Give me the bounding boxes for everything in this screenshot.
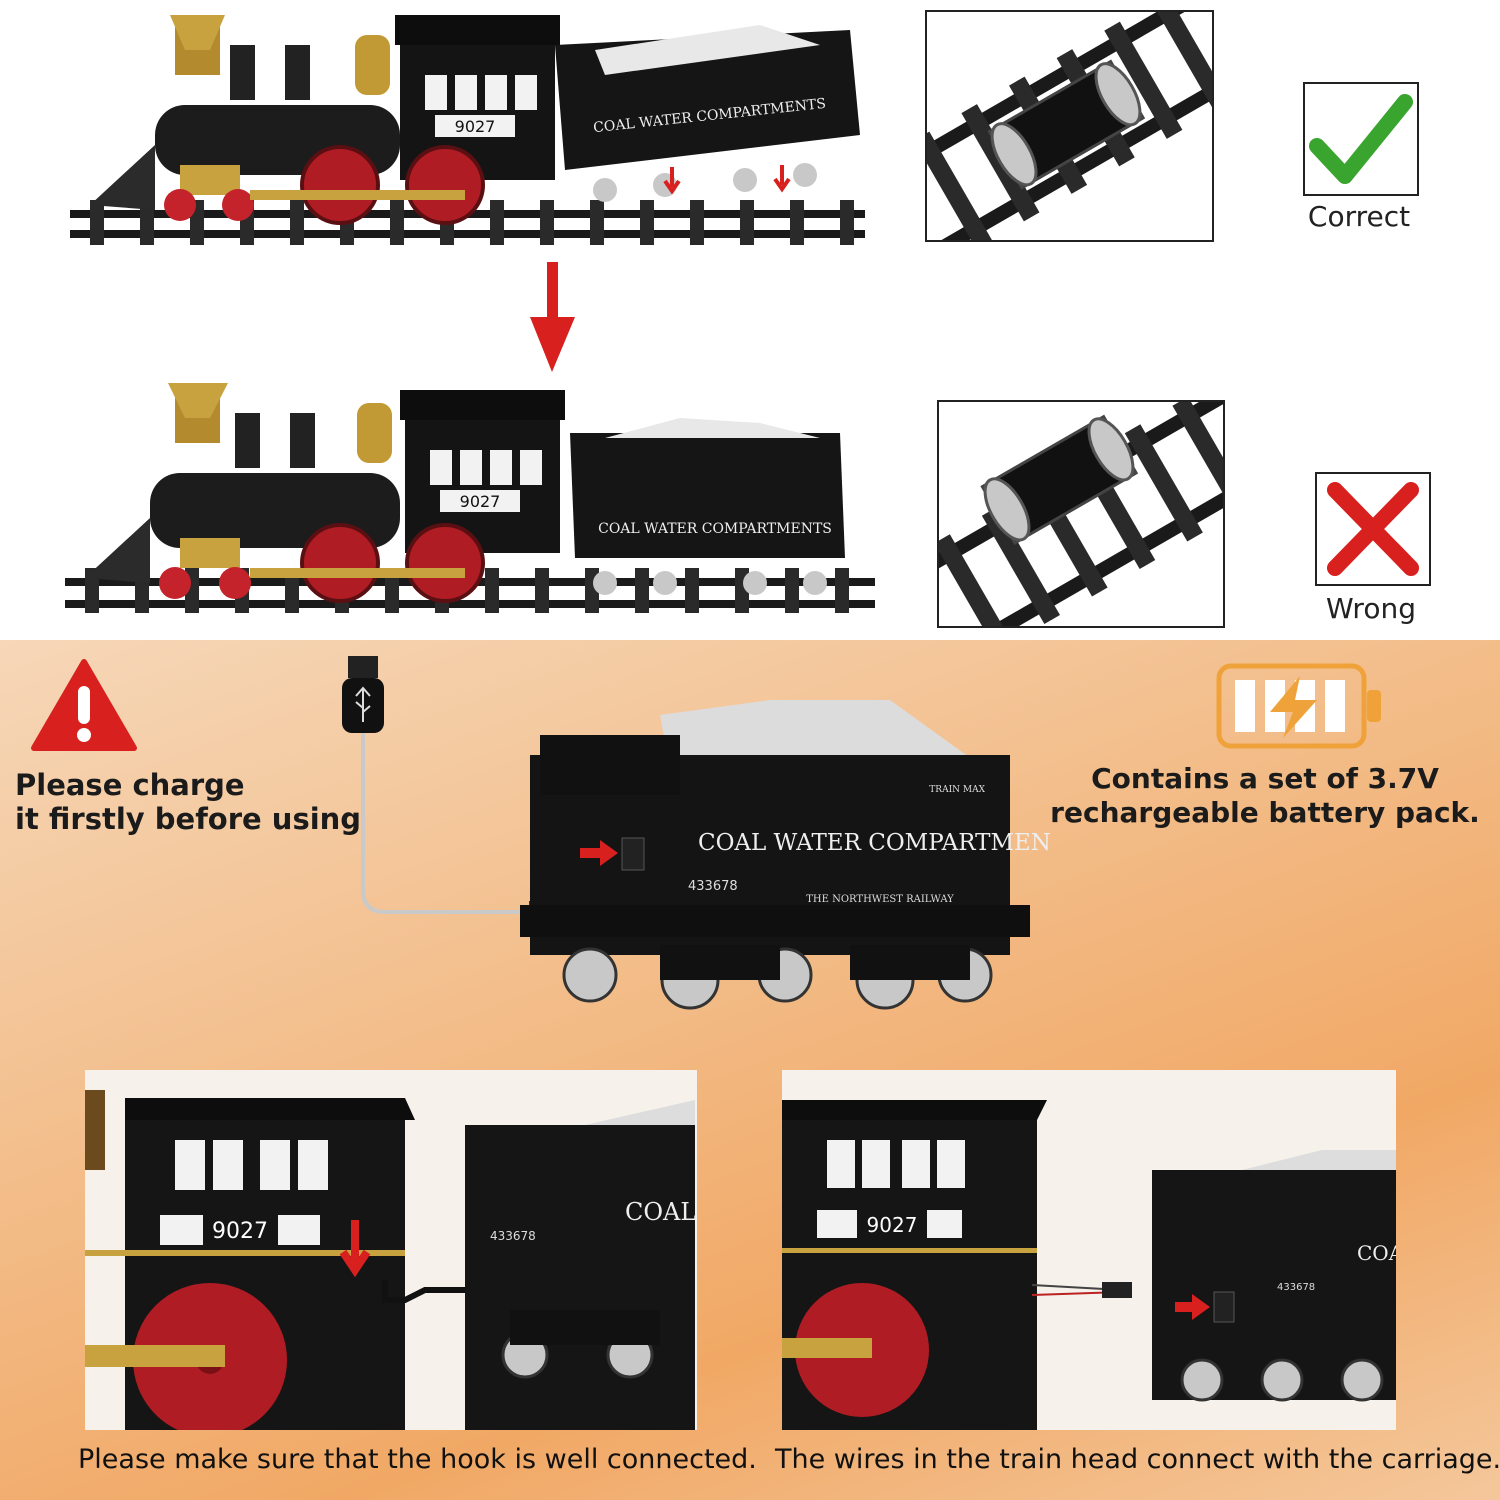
warning-text-line2: it firstly before using	[15, 802, 362, 836]
correct-mark	[1303, 82, 1419, 196]
locomotive: 9027	[90, 15, 560, 225]
wrong-mark	[1315, 472, 1431, 586]
check-icon	[1309, 94, 1413, 184]
battery-text-line2: rechargeable battery pack.	[1050, 796, 1480, 829]
warning-text: Please charge it firstly before using	[15, 768, 361, 836]
tender-partial: COAL WA	[625, 1198, 697, 1226]
battery-text: Contains a set of 3.7V rechargeable batt…	[1030, 762, 1500, 830]
loco-number: 9027	[455, 117, 496, 136]
loco-number: 9027	[867, 1213, 918, 1237]
train-image-correct: 9027 COAL WATER COMPARTMENTS	[65, 383, 875, 613]
wrong-label: Wrong	[1326, 592, 1416, 625]
right-caption: The wires in the train head connect with…	[775, 1444, 1500, 1475]
tender-label: COAL WATER COMPARTMENTS	[598, 521, 832, 537]
down-arrow-icon	[530, 262, 575, 372]
warning-icon	[31, 659, 137, 751]
tender-id: 433678	[1277, 1282, 1315, 1293]
tender-small: TRAIN MAX	[929, 785, 985, 795]
hook-photo: 9027 COAL WA 433678	[85, 1070, 697, 1430]
down-arrow-icon	[339, 1220, 371, 1278]
usb-plug-icon	[342, 656, 384, 733]
tender-id: 433678	[688, 879, 738, 894]
warning-text-line1: Please charge	[15, 768, 245, 802]
tender-id: 433678	[490, 1229, 536, 1243]
train-image-incorrect: 9027 COAL WATER COMPARTMENTS	[70, 15, 865, 245]
battery-text-line1: Contains a set of 3.7V	[1091, 762, 1439, 795]
right-arrow-icon	[580, 840, 618, 866]
correct-label: Correct	[1307, 200, 1411, 233]
wire-photo: 9027 COAL W 433678	[782, 1070, 1396, 1430]
right-arrow-icon	[1175, 1294, 1210, 1320]
tender-partial: COAL W	[1357, 1241, 1396, 1265]
tender: COAL WATER COMPARTMENTS	[555, 25, 860, 202]
loco-number: 9027	[460, 492, 501, 511]
tender-sub: THE NORTHWEST RAILWAY	[806, 894, 954, 905]
bottom-section: Please charge it firstly before using TR…	[0, 640, 1500, 1500]
top-section: 9027 COAL WATER COMPARTMENTS	[0, 0, 1500, 640]
wheel-closeup-wrong	[937, 400, 1225, 628]
tender-large: TRAIN MAX COAL WATER COMPARTMENTS THE NO…	[520, 700, 1050, 1010]
cross-icon	[1327, 482, 1419, 576]
tender-label: COAL WATER COMPARTMENTS	[698, 830, 1050, 856]
down-arrow-icon	[663, 167, 681, 195]
loco-number: 9027	[212, 1219, 268, 1244]
left-caption: Please make sure that the hook is well c…	[78, 1444, 757, 1475]
wheel-closeup-correct	[925, 10, 1214, 242]
battery-icon	[1216, 663, 1381, 749]
